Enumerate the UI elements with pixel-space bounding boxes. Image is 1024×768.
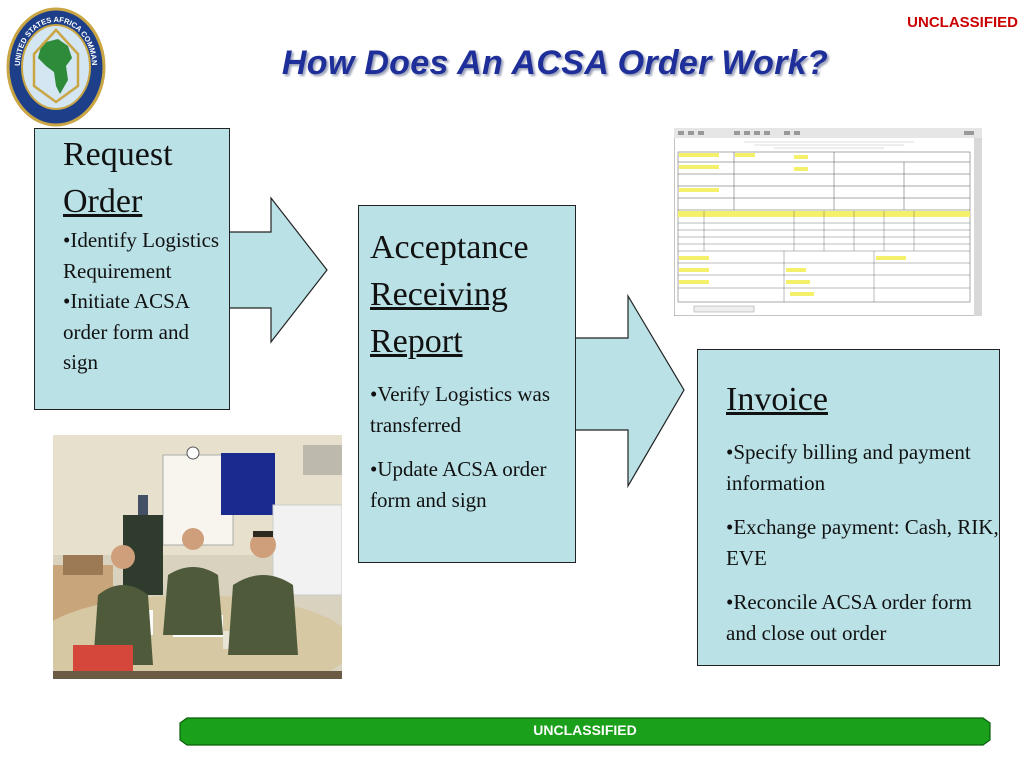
classification-top: UNCLASSIFIED bbox=[907, 14, 1018, 31]
classification-banner bbox=[179, 717, 991, 746]
step-bullet: •Reconcile ACSA order form and close out… bbox=[726, 590, 972, 645]
step-heading: Order bbox=[63, 183, 143, 220]
step-bullet: •Update ACSA order form and sign bbox=[370, 457, 547, 512]
step-heading: Request bbox=[63, 136, 173, 173]
step-heading: Receiving bbox=[370, 276, 508, 313]
soldiers-photo bbox=[53, 435, 342, 679]
step-heading: Invoice bbox=[726, 381, 828, 418]
step-bullet: •Identify Logistics Requirement bbox=[63, 228, 220, 283]
step-invoice: Invoice •Specify billing and payment inf… bbox=[697, 349, 1000, 666]
step-bullet: •Exchange payment: Cash, RIK, EVE bbox=[726, 515, 999, 570]
step-heading: Report bbox=[370, 323, 463, 360]
step-request-order: Request Order •Identify Logistics Requir… bbox=[34, 128, 230, 410]
arrow-step2-to-step3 bbox=[571, 294, 685, 488]
step-bullet: •Verify Logistics was transferred bbox=[370, 382, 550, 437]
step-bullet: •Specify billing and payment information bbox=[726, 440, 971, 495]
classification-bottom: UNCLASSIFIED bbox=[533, 722, 637, 738]
arrow-step1-to-step2 bbox=[226, 196, 328, 344]
step-acceptance-receiving-report: Acceptance Receiving Report •Verify Logi… bbox=[358, 205, 576, 563]
step-heading: Acceptance bbox=[370, 229, 529, 266]
acsa-form-screenshot bbox=[674, 128, 982, 316]
step-bullet: •Initiate ACSA order form and sign bbox=[63, 289, 189, 374]
africom-seal-icon: UNITED STATES AFRICA COMMAND bbox=[6, 6, 106, 127]
page-title: How Does An ACSA Order Work? bbox=[281, 44, 829, 82]
